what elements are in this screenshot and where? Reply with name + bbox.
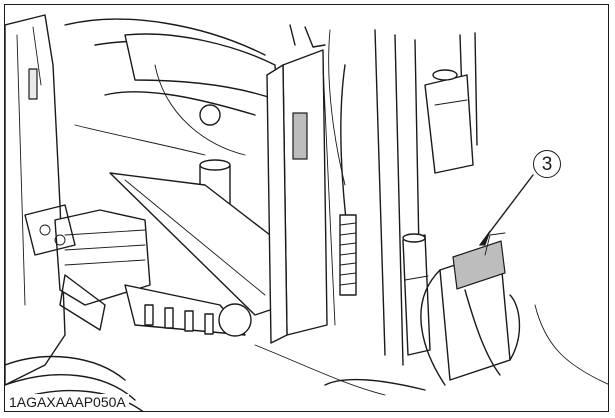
engine-compartment-drawing xyxy=(5,14,608,411)
figure-frame: 3 xyxy=(4,4,609,412)
callout-leader xyxy=(479,174,534,246)
engine-block xyxy=(24,204,252,337)
hood-panel-left xyxy=(5,14,66,386)
radiator xyxy=(266,24,336,344)
figure-id-label: 1AGAXAAAP050A xyxy=(6,394,129,410)
receiver-drier xyxy=(402,233,431,356)
callout-number: 3 xyxy=(533,150,561,178)
highlighted-component xyxy=(420,232,521,386)
spring-coil xyxy=(339,214,357,296)
coolant-reservoir xyxy=(424,69,474,174)
